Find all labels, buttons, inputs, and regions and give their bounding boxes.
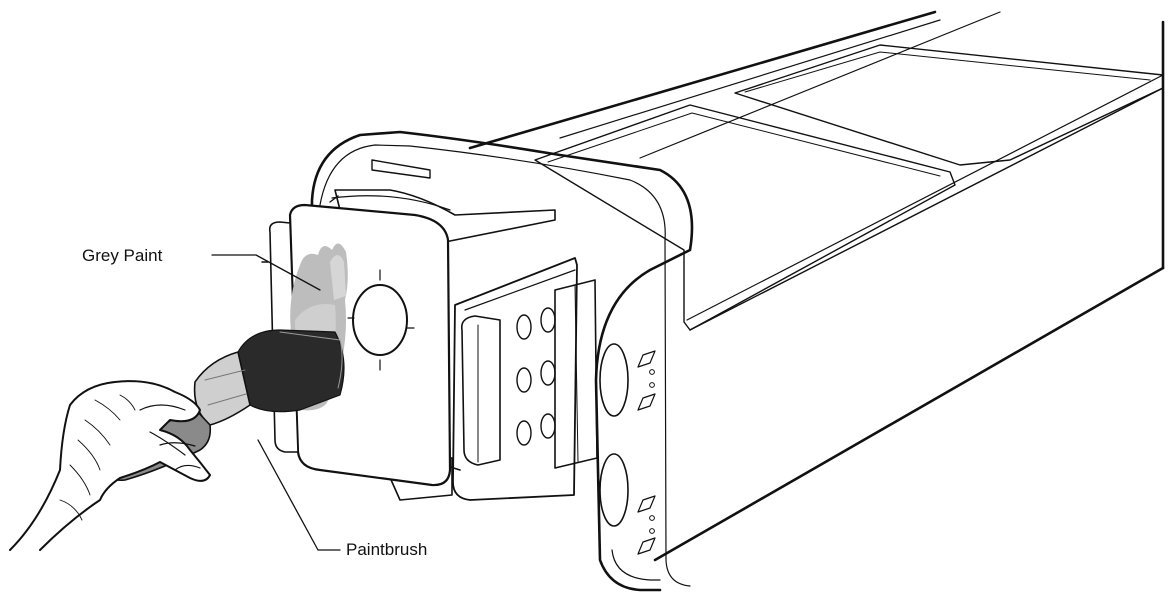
housing-body	[468, 10, 1165, 562]
grey-paint-leader	[211, 254, 321, 291]
hand-graphic	[9, 380, 211, 551]
grey-paint-label: Grey Paint	[82, 246, 163, 265]
connector-panel	[452, 257, 598, 501]
paintbrush-leader	[257, 439, 341, 551]
end-cap-frame	[308, 130, 694, 592]
paintbrush-label: Paintbrush	[346, 540, 428, 559]
top-tab	[329, 159, 556, 246]
